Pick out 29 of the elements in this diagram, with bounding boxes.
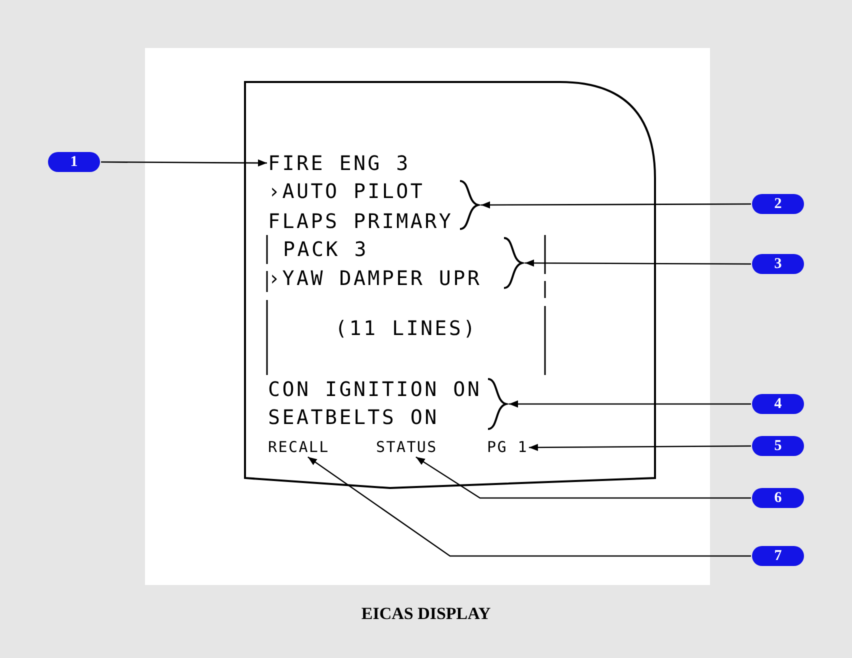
callout-number: 4 [752,394,804,414]
curly-bracket [458,180,480,230]
callout-number: 1 [48,152,100,172]
alert-message: FLAPS PRIMARY [268,211,454,231]
softkey-label: STATUS [376,440,438,455]
callout-number: 5 [752,436,804,456]
callout-number: 3 [752,254,804,274]
leader-line [416,456,751,499]
callout-number: 6 [752,488,804,508]
alert-message: PACK 3 [283,239,368,259]
leader-line [525,259,751,267]
alert-message: ›YAW DAMPER UPR [268,268,482,288]
curly-bracket [502,237,524,289]
leader-line [481,201,751,209]
softkey-label: PG 1 [487,440,528,455]
caption: EICAS DISPLAY [361,605,491,622]
alert-message: SEATBELTS ON [268,407,439,427]
callout-number: 2 [752,194,804,214]
alert-message: CON IGNITION ON [268,379,482,399]
leader-line [509,400,751,408]
curly-bracket [486,378,508,430]
softkey-label: RECALL [268,440,330,455]
callout-number: 7 [752,546,804,566]
alert-message: (11 LINES) [335,318,478,338]
leader-line [101,159,267,167]
leader-line [528,444,751,452]
alert-message: FIRE ENG 3 [268,153,410,173]
alert-message: ›AUTO PILOT [268,181,425,201]
leader-line [308,456,751,557]
